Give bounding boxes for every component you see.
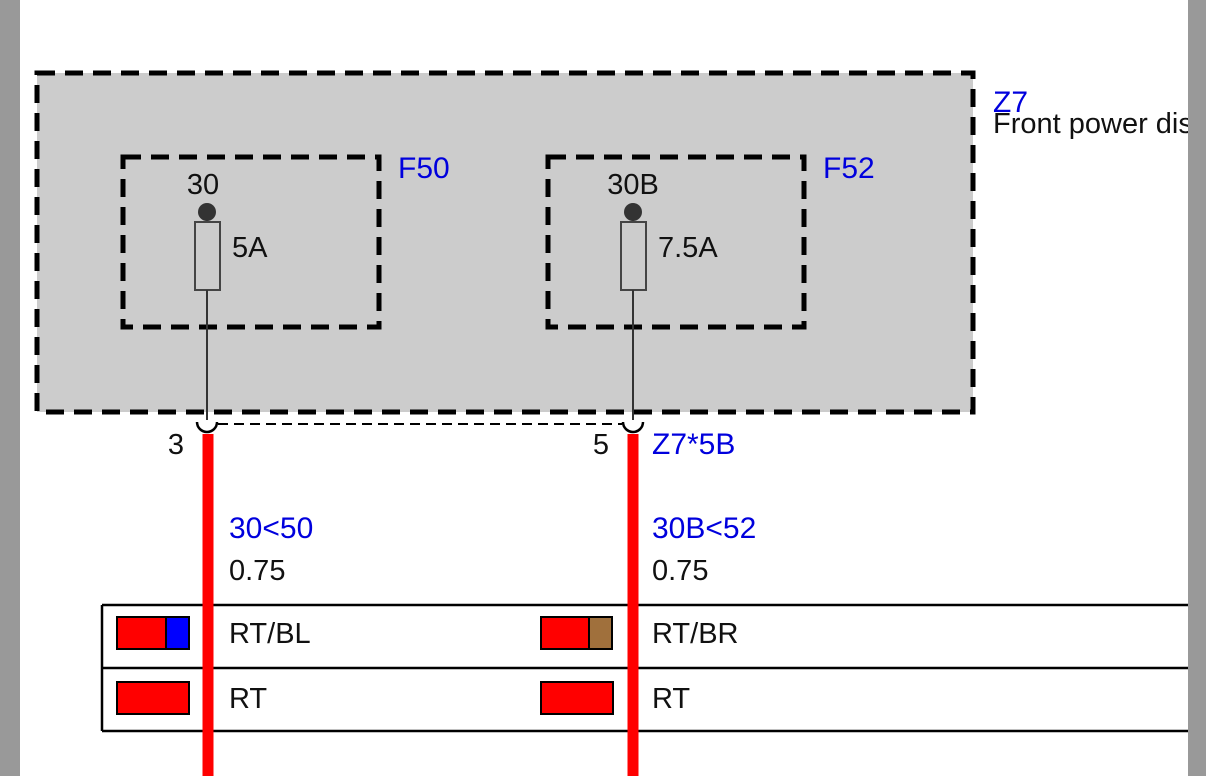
legend-row2-right-code: RT bbox=[652, 683, 690, 715]
left-frame-edge bbox=[0, 0, 20, 776]
wire-2-cross-section: 0.75 bbox=[652, 555, 708, 587]
right-frame-cover bbox=[1188, 0, 1206, 776]
wire-1-signal: 30<50 bbox=[229, 512, 313, 545]
module-name: Front power distribution box bbox=[993, 108, 1206, 140]
fuse-f52-terminal: 30B bbox=[607, 169, 659, 201]
pin-5-symbol bbox=[621, 421, 645, 434]
legend-row2-left-code: RT bbox=[229, 683, 267, 715]
fuse-f50-terminal: 30 bbox=[187, 169, 219, 201]
legend-row1-right-code: RT/BR bbox=[652, 618, 738, 650]
swatch-rt-bl-red bbox=[116, 616, 167, 650]
module-id: Z7 bbox=[993, 86, 1028, 119]
wire-1-cross-section: 0.75 bbox=[229, 555, 285, 587]
swatch-rt-bl-blue bbox=[165, 616, 190, 650]
pin-5-label: 5 bbox=[593, 429, 609, 461]
swatch-rt-br-red bbox=[540, 616, 590, 650]
fuse-f50-box bbox=[120, 154, 382, 330]
swatch-rt-left bbox=[116, 681, 190, 715]
swatch-rt-right bbox=[540, 681, 614, 715]
pin-3-label: 3 bbox=[168, 429, 184, 461]
wire-2-signal: 30B<52 bbox=[652, 512, 756, 545]
module-z7-box bbox=[34, 70, 976, 415]
fuse-f52-rating: 7.5A bbox=[658, 232, 718, 264]
fuse-f52-id: F52 bbox=[823, 152, 875, 185]
fuse-f50-id: F50 bbox=[398, 152, 450, 185]
fuse-f50-rating: 5A bbox=[232, 232, 268, 264]
fuse-f52-box bbox=[545, 154, 807, 330]
swatch-rt-br-brown bbox=[588, 616, 613, 650]
connector-id: Z7*5B bbox=[652, 428, 735, 461]
pin-3-symbol bbox=[195, 421, 219, 434]
legend-row1-left-code: RT/BL bbox=[229, 618, 311, 650]
